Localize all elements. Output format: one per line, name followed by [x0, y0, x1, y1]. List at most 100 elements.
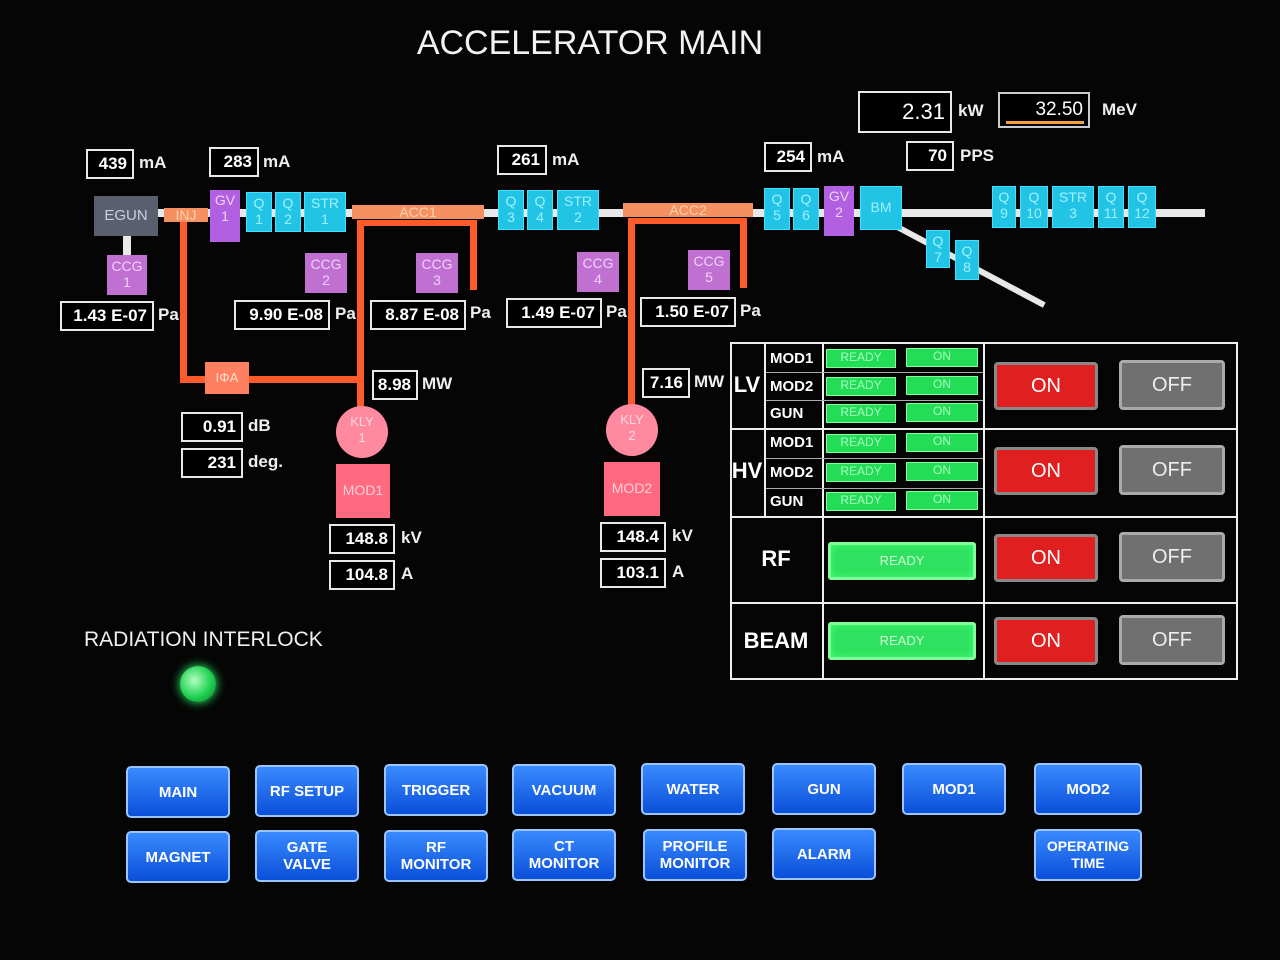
ccg-2[interactable]: CCG 2	[305, 253, 347, 293]
lv-label: LV	[733, 372, 761, 397]
waveguide	[357, 220, 364, 410]
nav-operating-time-button[interactable]: OPERATING TIME	[1034, 829, 1142, 881]
ccg-3[interactable]: CCG 3	[416, 253, 458, 293]
quad-5[interactable]: Q 5	[764, 188, 790, 230]
current-unit-2: mA	[263, 152, 291, 171]
lv-mod1-on: ON	[906, 348, 978, 367]
rate-unit: PPS	[960, 146, 995, 165]
rf-off-button[interactable]: OFF	[1119, 532, 1225, 582]
quad-6[interactable]: Q 6	[793, 188, 819, 230]
current-readout-1: 439	[86, 149, 134, 179]
pressure-readout-2: 9.90 E-08	[234, 300, 330, 330]
ccg-1[interactable]: CCG 1	[107, 255, 147, 295]
panel-divider	[766, 488, 983, 489]
pressure-unit-1: Pa	[158, 305, 179, 324]
attenuation-readout: 0.91	[181, 412, 243, 442]
lv-mod2-label: MOD2	[770, 378, 814, 395]
lv-gun-label: GUN	[770, 405, 804, 422]
nav-profile-monitor-button[interactable]: PROFILE MONITOR	[643, 829, 747, 881]
pressure-unit-4: Pa	[606, 302, 627, 321]
nav-vacuum-button[interactable]: VACUUM	[512, 764, 616, 816]
quad-8[interactable]: Q 8	[955, 240, 979, 280]
phase-readout: 231	[181, 448, 243, 478]
quad-4[interactable]: Q 4	[527, 190, 553, 230]
modulator-2[interactable]: MOD2	[604, 462, 660, 516]
quad-12[interactable]: Q 12	[1128, 186, 1156, 228]
pressure-readout-1: 1.43 E-07	[60, 301, 154, 331]
lv-gun-on: ON	[906, 403, 978, 422]
panel-divider	[766, 372, 983, 373]
nav-mod2-button[interactable]: MOD2	[1034, 763, 1142, 815]
phase-shifter[interactable]: IΦA	[205, 362, 249, 394]
current-readout-4: 254	[764, 142, 812, 172]
hv-mod1-ready: READY	[826, 434, 896, 453]
current-readout-2: 283	[209, 147, 259, 177]
gate-valve-1[interactable]: GV 1	[210, 190, 240, 242]
beam-label: BEAM	[743, 628, 809, 653]
lv-mod2-on: ON	[906, 376, 978, 395]
nav-magnet-button[interactable]: MAGNET	[126, 831, 230, 883]
radiation-interlock-indicator	[180, 666, 216, 702]
hv-gun-on: ON	[906, 491, 978, 510]
quad-2[interactable]: Q 2	[275, 192, 301, 232]
egun-ccg-connector	[123, 236, 131, 256]
nav-mod1-button[interactable]: MOD1	[902, 763, 1006, 815]
quad-11[interactable]: Q 11	[1098, 186, 1124, 228]
nav-rf-monitor-button[interactable]: RF MONITOR	[384, 830, 488, 882]
hv-off-button[interactable]: OFF	[1119, 445, 1225, 495]
waveguide	[628, 218, 746, 224]
ccg-5[interactable]: CCG 5	[688, 250, 730, 290]
nav-water-button[interactable]: WATER	[641, 763, 745, 815]
quad-10[interactable]: Q 10	[1020, 186, 1048, 228]
rf-power-unit-2: MW	[694, 372, 725, 391]
inj-block[interactable]: INJ	[164, 208, 208, 222]
panel-divider	[983, 342, 985, 680]
lv-off-button[interactable]: OFF	[1119, 360, 1225, 410]
beam-off-button[interactable]: OFF	[1119, 615, 1225, 665]
hv-mod2-ready: READY	[826, 463, 896, 482]
lv-on-button[interactable]: ON	[994, 362, 1098, 410]
energy-bar	[1006, 121, 1084, 124]
ccg-4[interactable]: CCG 4	[577, 252, 619, 292]
attenuation-unit: dB	[248, 416, 271, 435]
acc2-block[interactable]: ACC2	[623, 203, 753, 217]
mod1-voltage-unit: kV	[401, 528, 422, 547]
quad-7[interactable]: Q 7	[926, 230, 950, 268]
steerer-1[interactable]: STR 1	[304, 192, 346, 232]
mod1-current-unit: A	[401, 564, 414, 583]
quad-9[interactable]: Q 9	[992, 186, 1016, 228]
bending-magnet[interactable]: BM	[860, 186, 902, 230]
klystron-1[interactable]: KLY 1	[336, 406, 388, 458]
page-title: ACCELERATOR MAIN	[416, 24, 764, 62]
mod1-voltage-readout: 148.8	[329, 524, 395, 554]
steerer-2[interactable]: STR 2	[557, 190, 599, 230]
nav-gun-button[interactable]: GUN	[772, 763, 876, 815]
nav-gate-valve-button[interactable]: GATE VALVE	[255, 830, 359, 882]
nav-trigger-button[interactable]: TRIGGER	[384, 764, 488, 816]
nav-alarm-button[interactable]: ALARM	[772, 828, 876, 880]
panel-divider	[766, 458, 983, 459]
egun-block[interactable]: EGUN	[94, 196, 158, 236]
nav-ct-monitor-button[interactable]: CT MONITOR	[512, 829, 616, 881]
acc1-block[interactable]: ACC1	[352, 205, 484, 219]
quad-1[interactable]: Q 1	[246, 192, 272, 232]
quad-3[interactable]: Q 3	[498, 190, 524, 230]
rf-power-readout-1: 8.98	[372, 370, 418, 400]
current-unit-3: mA	[552, 150, 580, 169]
power-unit: kW	[958, 101, 984, 120]
nav-rf-setup-button[interactable]: RF SETUP	[255, 765, 359, 817]
hv-on-button[interactable]: ON	[994, 447, 1098, 495]
pressure-readout-3: 8.87 E-08	[370, 300, 466, 330]
klystron-2[interactable]: KLY 2	[606, 404, 658, 456]
modulator-1[interactable]: MOD1	[336, 464, 390, 518]
steerer-3[interactable]: STR 3	[1052, 186, 1094, 228]
gate-valve-2[interactable]: GV 2	[824, 186, 854, 236]
current-readout-3: 261	[497, 145, 547, 175]
pressure-unit-2: Pa	[335, 304, 356, 323]
hv-gun-ready: READY	[826, 492, 896, 511]
rate-readout: 70	[906, 141, 954, 171]
rf-on-button[interactable]: ON	[994, 534, 1098, 582]
beam-on-button[interactable]: ON	[994, 617, 1098, 665]
nav-main-button[interactable]: MAIN	[126, 766, 230, 818]
panel-divider	[764, 342, 766, 516]
